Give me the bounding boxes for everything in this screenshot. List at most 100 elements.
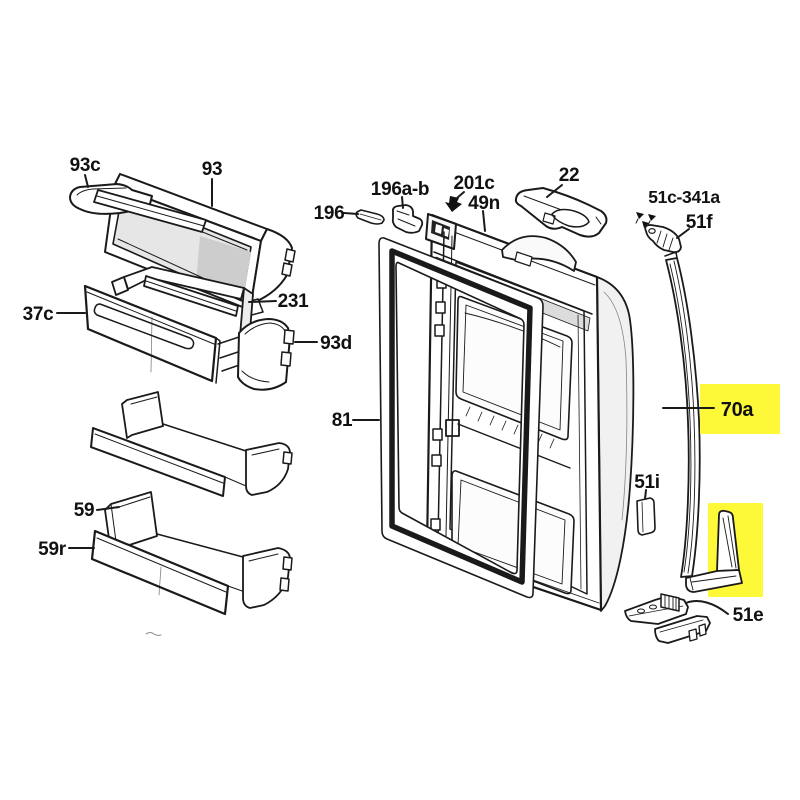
front-panel-seam: [150, 316, 153, 373]
part-231-drawer: [111, 266, 254, 372]
cover51i-body: [636, 497, 656, 536]
leader-lines: [56, 174, 729, 615]
rail59r-seam: [158, 566, 162, 596]
hinge-bar: [654, 615, 711, 644]
smudge-mark: [145, 632, 162, 636]
label-201c: 201c: [453, 173, 495, 194]
leader-59: [96, 506, 120, 511]
hinge-hole-1: [637, 608, 645, 614]
label-51c-341a: 51c-341a: [648, 187, 720, 207]
part-59r-shelf-front: [90, 529, 293, 616]
corner-bracket-foot: [685, 569, 743, 593]
label-51e: 51e: [733, 605, 764, 626]
part-highlighted-corner-bracket: [685, 509, 743, 593]
part-51i-cover: [636, 497, 656, 536]
label-196: 196: [314, 203, 345, 224]
drawer-bar-line: [145, 280, 237, 312]
label-93: 93: [202, 159, 223, 180]
mid-shelf-cap-line: [251, 448, 280, 456]
part-51f-bracket: [644, 224, 682, 254]
cover-tray-rim: [76, 187, 127, 196]
rail59r-cap-line: [248, 553, 279, 562]
bracket51f-hole: [648, 228, 656, 235]
door-lower-recess: [451, 470, 575, 595]
clip-lines: [396, 210, 416, 227]
part-51e-hinge-brackets: [624, 593, 711, 644]
mid-shelf-rail-line: [94, 433, 247, 487]
door-upper-recess: [455, 295, 573, 441]
label-59r: 59r: [38, 539, 67, 560]
cover-blade-line: [96, 195, 205, 227]
leader-196ab: [401, 196, 404, 209]
mid-shelf-wall-line: [130, 396, 158, 405]
strip-top-cap: [664, 251, 678, 259]
leader-22: [546, 184, 563, 198]
corner-bracket-blade: [716, 509, 740, 572]
drawer-side-rails: [217, 333, 252, 372]
handle-opening: [551, 208, 590, 228]
label-81: 81: [332, 410, 353, 431]
leader-51i: [644, 489, 647, 500]
drawer-left-post: [111, 276, 129, 296]
mid-shelf-floor-edge: [162, 423, 247, 452]
shelf59-floor-edge: [156, 533, 244, 558]
gasket-outer-edge: [378, 237, 544, 599]
corner-bracket-blade-lines: [722, 515, 737, 569]
label-70a: 70a: [721, 399, 755, 421]
part-93-dairy-shelf: [104, 173, 296, 317]
label-93d: 93d: [320, 333, 352, 354]
mid-shelf-cap-tab: [282, 451, 293, 465]
label-51i: 51i: [634, 472, 660, 493]
leader-196: [343, 212, 359, 215]
gasket-inner-edge: [395, 261, 525, 575]
drawer-back-wall: [123, 266, 245, 300]
door-rail-cap: [501, 235, 577, 272]
rail59r-right-cap: [242, 547, 291, 609]
corner-bracket-foot-lines: [689, 575, 737, 591]
label-49n: 49n: [468, 193, 500, 214]
hinge-hole-2: [649, 604, 657, 610]
leader-231: [248, 300, 277, 303]
part-door-shelf-middle: [90, 391, 293, 497]
shelf-cap-tabs: [281, 248, 296, 277]
label-196a-b: 196a-b: [371, 179, 429, 200]
gasket-thick-band: [389, 248, 533, 585]
door-hinge-tabs: [430, 276, 447, 531]
part-201c-arrow: [445, 196, 462, 212]
mid-shelf-right-cap: [245, 442, 291, 496]
front-panel-top-line: [86, 291, 215, 345]
bracket51f-hatch: [656, 230, 674, 251]
front-panel-grip-slot: [93, 303, 195, 350]
hinge-bar-line: [659, 619, 704, 633]
end-cap-tabs: [280, 329, 295, 367]
door-side-crease: [603, 291, 628, 521]
part-93c-shelf-cover: [69, 183, 207, 233]
label-22: 22: [559, 165, 580, 186]
hinge-bar-pegs: [688, 623, 707, 642]
leader-51e: [685, 600, 729, 615]
label-51f: 51f: [686, 212, 714, 233]
hinge-hatch-lines: [664, 594, 677, 611]
leader-49n: [482, 210, 486, 232]
part-37c-drawer-front: [83, 284, 221, 384]
end-cap-curves: [241, 322, 286, 383]
leader-51f: [676, 228, 690, 239]
screw-marks: [636, 212, 656, 228]
bracket51f-body: [644, 224, 682, 254]
door-corner-notches: [435, 224, 449, 237]
strip-inner-lines: [669, 260, 696, 574]
cover51i-line: [641, 501, 644, 533]
rail59r-panel: [90, 529, 230, 616]
door-mid-band: [457, 423, 571, 469]
front-panel-edge: [215, 337, 221, 384]
door-rail-cap-clip: [514, 251, 533, 267]
part-93d-end-cap: [237, 318, 295, 391]
door-liner-frame: [449, 261, 588, 595]
pin-line: [359, 213, 382, 221]
leader-93c: [84, 174, 89, 188]
handle-clip: [542, 212, 556, 225]
part-196ab-clip: [391, 204, 424, 234]
